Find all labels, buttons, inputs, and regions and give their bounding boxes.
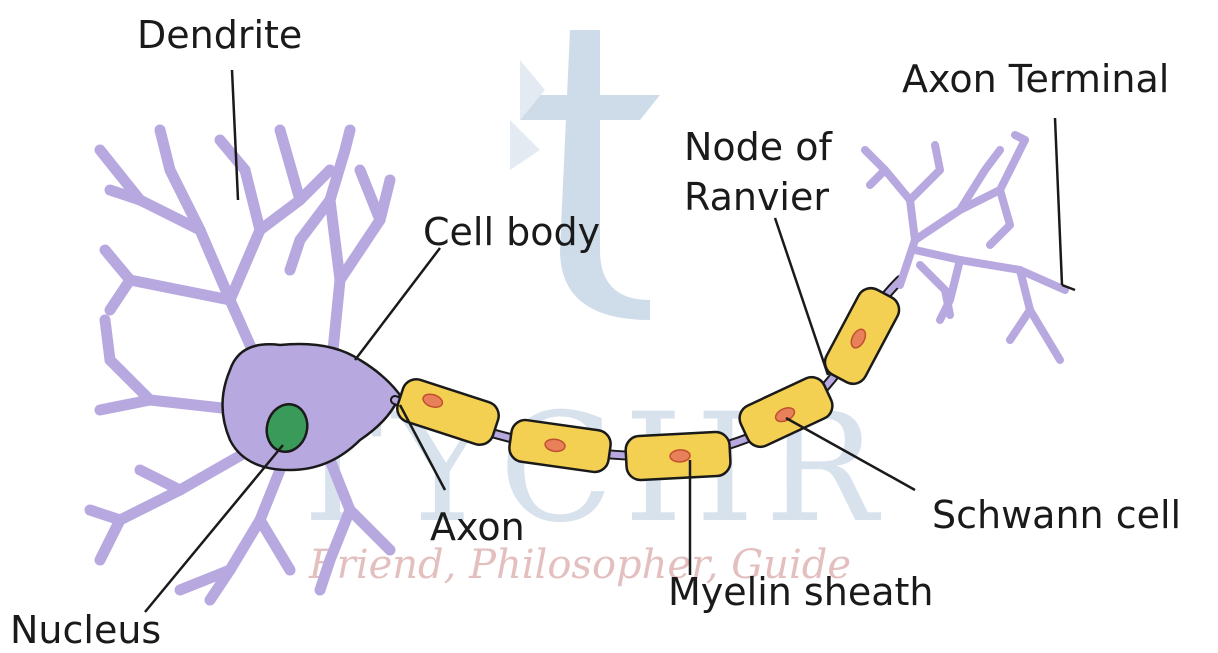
axon-terminal — [865, 135, 1065, 360]
dendrite-paths-branch-8 — [220, 140, 245, 170]
terminal-paths-branch-11 — [920, 265, 950, 315]
dendrite-paths-branch-12 — [360, 170, 380, 220]
terminal-paths-branch-6 — [1015, 135, 1025, 140]
terminal-paths-branch-9 — [1010, 270, 1030, 340]
terminal-paths-branch-1 — [910, 145, 940, 200]
dendrite-paths-branch-6 — [260, 130, 300, 230]
label-nucleus: Nucleus — [10, 608, 161, 652]
dendrite-paths-branch-4 — [110, 280, 130, 310]
dendrite-paths-branch-15 — [105, 320, 110, 360]
terminal-paths-branch-10 — [1030, 310, 1060, 360]
label-cell-body: Cell body — [423, 210, 600, 254]
terminal-paths-branch-0 — [865, 150, 915, 285]
label-axon: Axon — [430, 505, 525, 549]
dendrite-paths-branch-18 — [90, 510, 120, 520]
label-node-of-ranvier-line2: Ranvier — [684, 175, 829, 219]
dendrite-paths-branch-16 — [100, 450, 250, 560]
schwann-cell-5 — [820, 283, 904, 388]
label-myelin-sheath: Myelin sheath — [668, 570, 933, 614]
dendrite-paths-branch-5 — [230, 170, 260, 300]
dendrite-paths-branch-11 — [290, 200, 330, 270]
label-dendrite: Dendrite — [137, 13, 302, 57]
terminal-paths-branch-4 — [990, 190, 1010, 245]
schwann-cell-3 — [625, 431, 731, 480]
watermark-logo — [510, 30, 660, 320]
dendrite-paths-branch-14 — [100, 400, 150, 410]
label-node-of-ranvier-line1: Node of — [684, 125, 834, 169]
dendrite-paths-branch-7 — [300, 170, 330, 200]
label-schwann-cell: Schwann cell — [932, 493, 1181, 537]
terminal-paths-branch-2 — [870, 170, 885, 185]
dendrite-paths-branch-17 — [140, 470, 180, 490]
label-axon-terminal: Axon Terminal — [902, 57, 1169, 101]
